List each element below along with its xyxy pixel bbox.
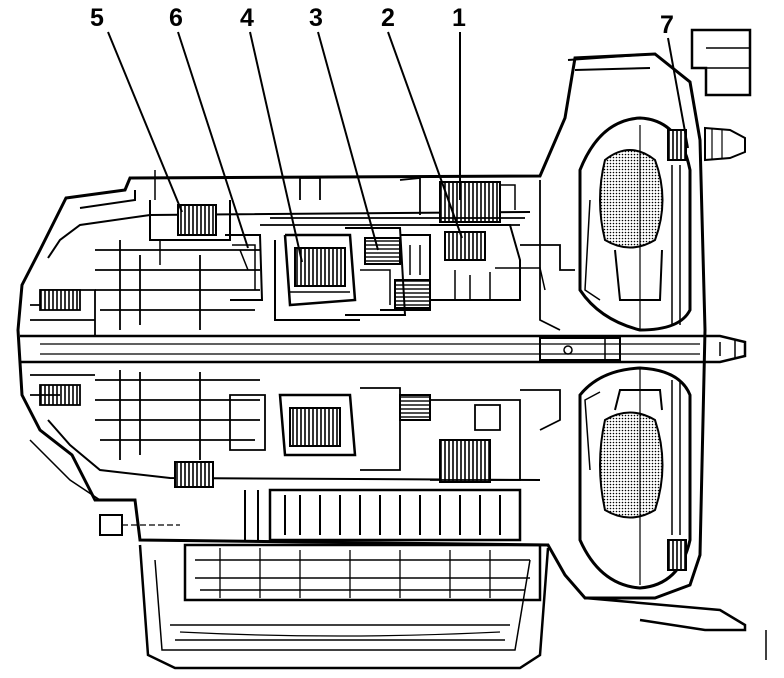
leader-line-5 [107,31,183,213]
callout-label-6: 6 [169,4,183,32]
upper-gearset-structure [30,177,575,335]
callout-label-2: 2 [381,4,395,32]
valve-body [29,439,542,602]
callout-leader-lines [107,31,689,263]
torque-converter [578,116,692,590]
leader-line-3 [317,31,379,251]
clutch-pack-2 [380,234,431,311]
leader-line-7 [667,37,689,149]
callout-label-7: 7 [660,11,674,39]
leader-line-4 [249,31,303,263]
callout-label-5: 5 [90,4,104,32]
transmission-housing [16,28,767,670]
clutch-pack-4 [274,233,360,321]
leader-line-2 [387,31,463,239]
lower-gearset-structure [30,370,561,488]
callout-label-4: 4 [240,4,254,32]
callout-label-3: 3 [309,4,323,32]
leader-line-6 [177,31,249,249]
clutch-pack-6 [225,234,264,301]
clutch-pack-5 [149,170,231,265]
callout-label-1: 1 [452,4,466,32]
main-shaft [20,334,747,364]
callout-labels: 5 6 4 3 2 1 7 [90,4,674,39]
